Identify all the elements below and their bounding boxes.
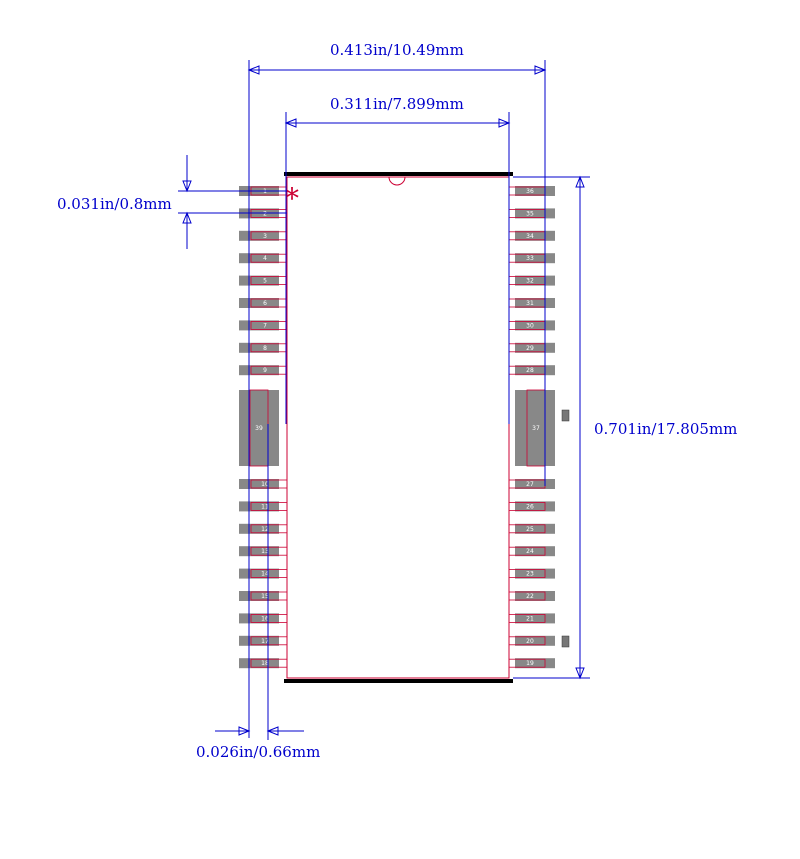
pin1-notch	[388, 176, 406, 186]
pad-21: 21	[508, 613, 555, 624]
pad-6: 6	[239, 298, 288, 308]
pad-number: 35	[526, 210, 534, 217]
pad-number: 14	[261, 571, 269, 578]
dimension-lines	[178, 60, 590, 740]
pad-16: 16	[239, 613, 288, 624]
pad-number: 36	[526, 188, 534, 195]
pad-number: 34	[526, 233, 534, 240]
pad-4: 4	[239, 253, 288, 264]
pad-29: 29	[508, 342, 555, 353]
package-body	[284, 172, 513, 683]
pad-12: 12	[239, 523, 288, 534]
pad-8: 8	[239, 342, 288, 353]
pad-number: 39	[255, 425, 263, 432]
thermal-pad-39: 39	[239, 389, 279, 467]
pad-number: 31	[526, 300, 534, 307]
fiducial-mark	[561, 409, 570, 422]
pad-number: 8	[263, 345, 267, 352]
pad-9: 9	[239, 365, 288, 376]
pad-14: 14	[239, 568, 288, 579]
body-courtyard	[286, 176, 510, 679]
pad-number: 11	[261, 503, 269, 510]
pad-number: 17	[261, 638, 269, 645]
pad-number: 32	[526, 278, 534, 285]
pad-number: 2	[263, 210, 267, 217]
pad-34: 34	[508, 230, 555, 241]
pin1-marker: *	[285, 182, 299, 215]
pad-number: 15	[261, 593, 269, 600]
pad-number: 20	[526, 638, 534, 645]
pad-group: 1234567891011121314151617183635343332313…	[239, 186, 555, 669]
pad-number: 3	[263, 233, 267, 240]
pad-22: 22	[508, 591, 555, 601]
pad-number: 30	[526, 322, 534, 329]
pad-27: 27	[508, 479, 555, 489]
pad-number: 7	[263, 322, 267, 329]
pad-number: 19	[526, 660, 534, 667]
body-width-label: 0.311in/7.899mm	[330, 95, 464, 113]
pad-5: 5	[239, 275, 288, 286]
pad-23: 23	[508, 568, 555, 579]
pad-24: 24	[508, 546, 555, 557]
pad-number: 10	[261, 481, 269, 488]
pad-number: 25	[526, 526, 534, 533]
pad-number: 18	[261, 660, 269, 667]
pad-number: 9	[263, 367, 267, 374]
outer-width-label: 0.413in/10.49mm	[330, 41, 464, 59]
pad-36: 36	[508, 186, 555, 196]
pad-number: 27	[526, 481, 534, 488]
pad-7: 7	[239, 320, 288, 331]
pad-15: 15	[239, 591, 288, 601]
pad-18: 18	[239, 658, 288, 669]
pad-35: 35	[508, 208, 555, 219]
pad-28: 28	[508, 365, 555, 376]
pad-number: 13	[261, 548, 269, 555]
pad-30: 30	[508, 320, 555, 331]
pad-25: 25	[508, 523, 555, 534]
pad-number: 33	[526, 255, 534, 262]
pad-20: 20	[508, 635, 555, 646]
pad-number: 12	[261, 526, 269, 533]
pad-number: 24	[526, 548, 534, 555]
pad-width-label: 0.026in/0.66mm	[196, 743, 320, 761]
pad-33: 33	[508, 253, 555, 264]
fiducial-mark	[561, 635, 570, 648]
pitch-label: 0.031in/0.8mm	[57, 195, 172, 213]
pad-number: 29	[526, 345, 534, 352]
pad-number: 37	[532, 425, 540, 432]
pad-number: 4	[263, 255, 267, 262]
pad-number: 5	[263, 278, 267, 285]
thermal-pad-37: 37	[515, 389, 555, 467]
pad-number: 23	[526, 571, 534, 578]
pad-19: 19	[508, 658, 555, 669]
pad-number: 26	[526, 503, 534, 510]
pad-26: 26	[508, 501, 555, 512]
pad-13: 13	[239, 546, 288, 557]
pad-11: 11	[239, 501, 288, 512]
pad-3: 3	[239, 230, 288, 241]
pad-32: 32	[508, 275, 555, 286]
pad-17: 17	[239, 635, 288, 646]
pad-10: 10	[239, 479, 288, 489]
pad-number: 28	[526, 367, 534, 374]
pad-number: 6	[263, 300, 267, 307]
pad-number: 21	[526, 615, 534, 622]
pad-number: 22	[526, 593, 534, 600]
pad-31: 31	[508, 298, 555, 308]
height-label: 0.701in/17.805mm	[594, 420, 737, 438]
pad-number: 16	[261, 615, 269, 622]
